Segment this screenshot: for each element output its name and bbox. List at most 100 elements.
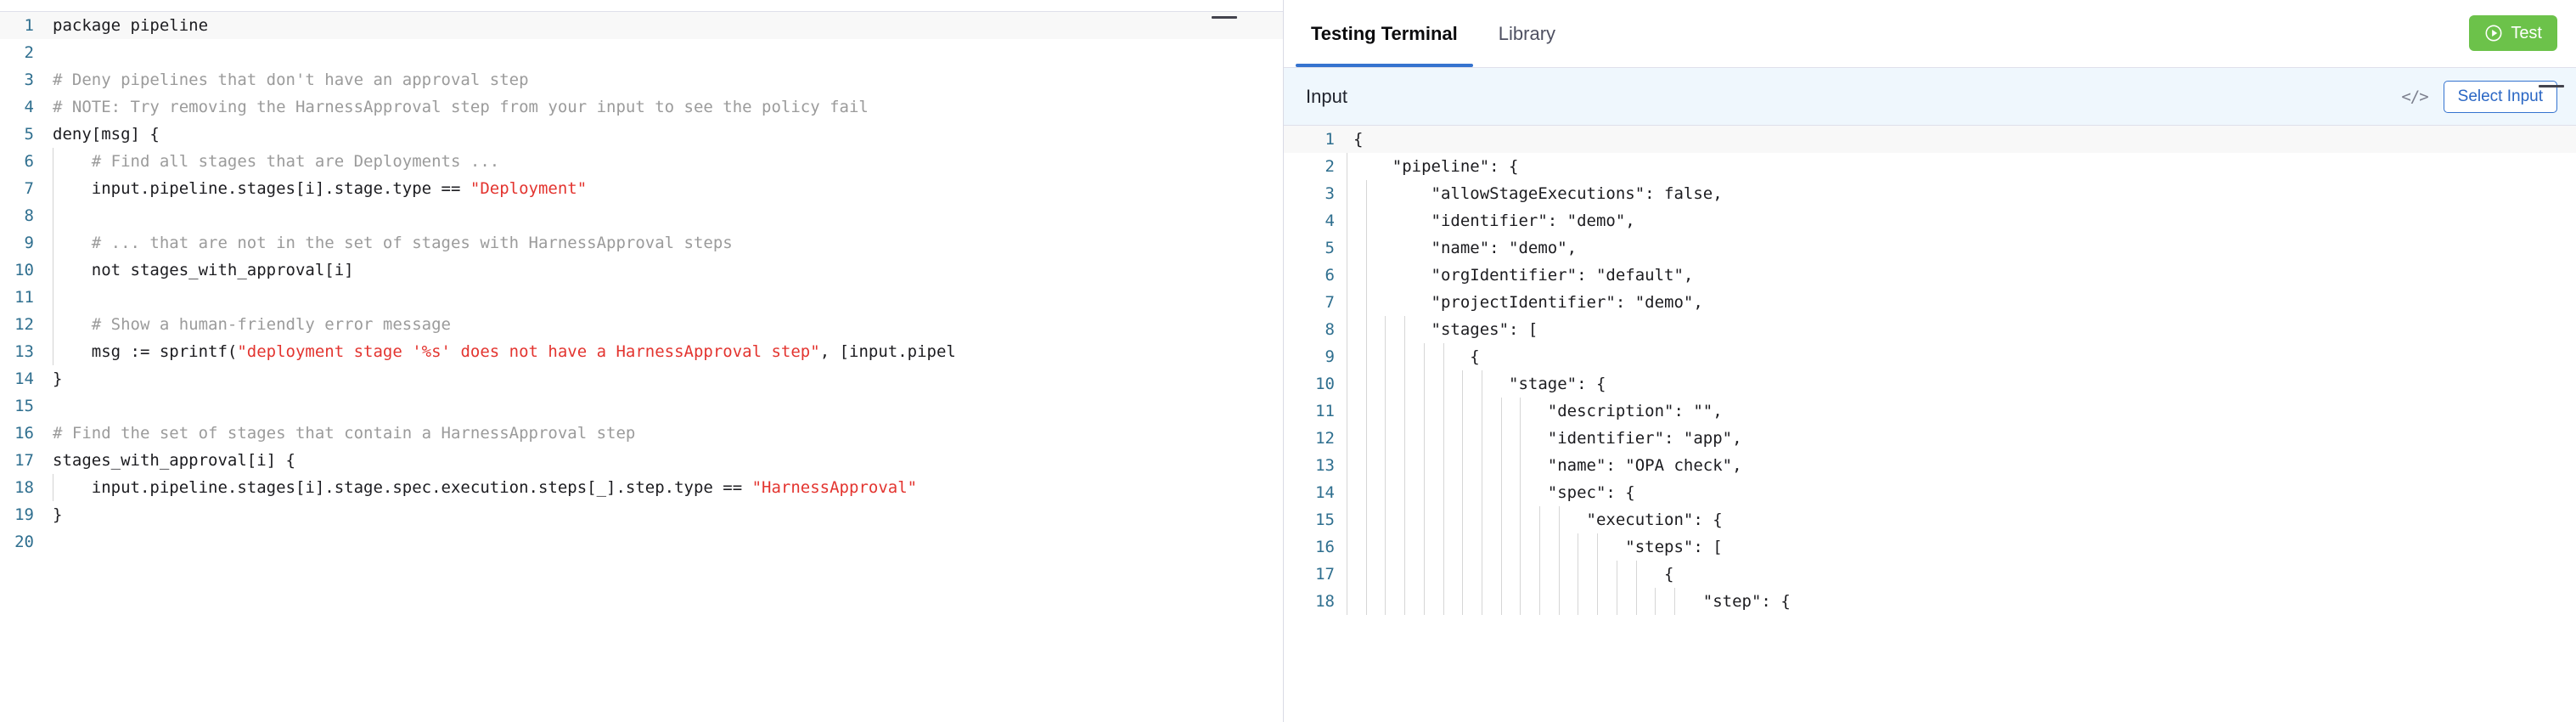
indent-guide <box>1500 588 1502 615</box>
code-line[interactable]: 9 # ... that are not in the set of stage… <box>0 229 1283 257</box>
code-token: not stages_with_approval[i] <box>53 261 354 279</box>
json-line[interactable]: 15 "execution": { <box>1284 506 2576 533</box>
json-line[interactable]: 6 "orgIdentifier": "default", <box>1284 262 2576 289</box>
json-line[interactable]: 9 { <box>1284 343 2576 370</box>
json-token: "identifier": "app", <box>1353 429 1742 448</box>
code-line[interactable]: 14} <box>0 365 1283 392</box>
indent-guide <box>1404 561 1406 588</box>
line-number: 10 <box>14 261 34 279</box>
indent-guide <box>1443 425 1444 452</box>
indent-guide <box>1385 588 1386 615</box>
json-line[interactable]: 4 "identifier": "demo", <box>1284 207 2576 234</box>
indent-guide <box>1520 533 1521 561</box>
json-line[interactable]: 16 "steps": [ <box>1284 533 2576 561</box>
json-line-text: "spec": { <box>1347 479 2576 506</box>
line-number: 17 <box>1315 565 1335 584</box>
json-line[interactable]: 13 "name": "OPA check", <box>1284 452 2576 479</box>
indent-guide <box>1500 561 1502 588</box>
line-number: 5 <box>1325 239 1335 257</box>
editor-topbar <box>0 0 1283 12</box>
indent-guide <box>1423 343 1425 370</box>
json-line-text: "orgIdentifier": "default", <box>1347 262 2576 289</box>
minimize-icon[interactable] <box>1212 16 1237 19</box>
code-view-icon[interactable]: </> <box>2401 87 2428 106</box>
code-line-text: not stages_with_approval[i] <box>46 257 1283 284</box>
code-line[interactable]: 16# Find the set of stages that contain … <box>0 420 1283 447</box>
line-number: 11 <box>14 288 34 307</box>
code-line[interactable]: 6 # Find all stages that are Deployments… <box>0 148 1283 175</box>
code-token: # Show a human-friendly error message <box>53 315 451 334</box>
terminal-minimize-icon[interactable] <box>2539 85 2564 87</box>
json-line[interactable]: 1{ <box>1284 126 2576 153</box>
indent-guide <box>1365 588 1367 615</box>
json-line[interactable]: 12 "identifier": "app", <box>1284 425 2576 452</box>
indent-guide <box>1385 425 1386 452</box>
tab-library[interactable]: Library <box>1478 0 1576 67</box>
indent-guide <box>1597 561 1599 588</box>
code-line[interactable]: 11 <box>0 284 1283 311</box>
code-line[interactable]: 4# NOTE: Try removing the HarnessApprova… <box>0 93 1283 121</box>
line-number: 3 <box>24 71 34 89</box>
line-number: 14 <box>14 369 34 388</box>
json-token: "orgIdentifier": "default", <box>1353 266 1694 285</box>
line-number: 1 <box>1325 130 1335 149</box>
json-line-text: "execution": { <box>1347 506 2576 533</box>
code-line[interactable]: 1 package pipeline <box>0 12 1283 39</box>
json-line[interactable]: 7 "projectIdentifier": "demo", <box>1284 289 2576 316</box>
indent-guide <box>1423 506 1425 533</box>
json-line[interactable]: 5 "name": "demo", <box>1284 234 2576 262</box>
test-button[interactable]: Test <box>2469 15 2557 51</box>
indent-guide <box>1443 479 1444 506</box>
json-token: "spec": { <box>1353 483 1635 502</box>
json-token: "description": "", <box>1353 402 1723 420</box>
json-line[interactable]: 2 "pipeline": { <box>1284 153 2576 180</box>
line-number: 2 <box>24 43 34 62</box>
json-line[interactable]: 11 "description": "", <box>1284 398 2576 425</box>
line-number: 4 <box>1325 212 1335 230</box>
json-line[interactable]: 14 "spec": { <box>1284 479 2576 506</box>
json-line[interactable]: 3 "allowStageExecutions": false, <box>1284 180 2576 207</box>
json-input-surface[interactable]: 1{2 "pipeline": {3 "allowStageExecutions… <box>1284 126 2576 722</box>
code-line[interactable]: 18 input.pipeline.stages[i].stage.spec.e… <box>0 474 1283 501</box>
indent-guide <box>1365 452 1367 479</box>
code-line[interactable]: 13 msg := sprintf("deployment stage '%s'… <box>0 338 1283 365</box>
indent-guide <box>1597 533 1599 561</box>
code-line[interactable]: 19} <box>0 501 1283 528</box>
code-line-text: # Find all stages that are Deployments .… <box>46 148 1283 175</box>
line-number: 9 <box>24 234 34 252</box>
indent-guide <box>1423 398 1425 425</box>
rego-code-surface[interactable]: 1 package pipeline 2 3# Deny pipelines that… <box>0 12 1283 722</box>
json-token: "name": "demo", <box>1353 239 1578 257</box>
select-input-button[interactable]: Select Input <box>2443 80 2557 113</box>
line-number: 1 <box>24 16 34 35</box>
code-line[interactable]: 8 <box>0 202 1283 229</box>
json-line-text: "stages": [ <box>1347 316 2576 343</box>
json-line-text: "allowStageExecutions": false, <box>1347 180 2576 207</box>
code-line[interactable]: 10 not stages_with_approval[i] <box>0 257 1283 284</box>
code-line[interactable]: 15 <box>0 392 1283 420</box>
json-line[interactable]: 10 "stage": { <box>1284 370 2576 398</box>
tab-testing-terminal[interactable]: Testing Terminal <box>1291 0 1478 67</box>
indent-guide <box>1462 370 1464 398</box>
json-line[interactable]: 8 "stages": [ <box>1284 316 2576 343</box>
code-line[interactable]: 2 <box>0 39 1283 66</box>
indent-guide <box>1385 506 1386 533</box>
code-line[interactable]: 12 # Show a human-friendly error message <box>0 311 1283 338</box>
code-line[interactable]: 3# Deny pipelines that don't have an app… <box>0 66 1283 93</box>
indent-guide <box>1365 506 1367 533</box>
code-token: msg := sprintf( <box>53 342 238 361</box>
code-line[interactable]: 7 input.pipeline.stages[i].stage.type ==… <box>0 175 1283 202</box>
code-line[interactable]: 20 <box>0 528 1283 556</box>
code-token: "deployment stage '%s' does not have a H… <box>237 342 820 361</box>
json-line[interactable]: 17 { <box>1284 561 2576 588</box>
json-token: "projectIdentifier": "demo", <box>1353 293 1703 312</box>
indent-guide <box>1520 425 1521 452</box>
json-line-text: "stage": { <box>1347 370 2576 398</box>
code-line-text: package pipeline <box>46 12 1283 39</box>
json-line-text: { <box>1347 343 2576 370</box>
code-line-text <box>46 528 1283 556</box>
json-line[interactable]: 18 "step": { <box>1284 588 2576 615</box>
